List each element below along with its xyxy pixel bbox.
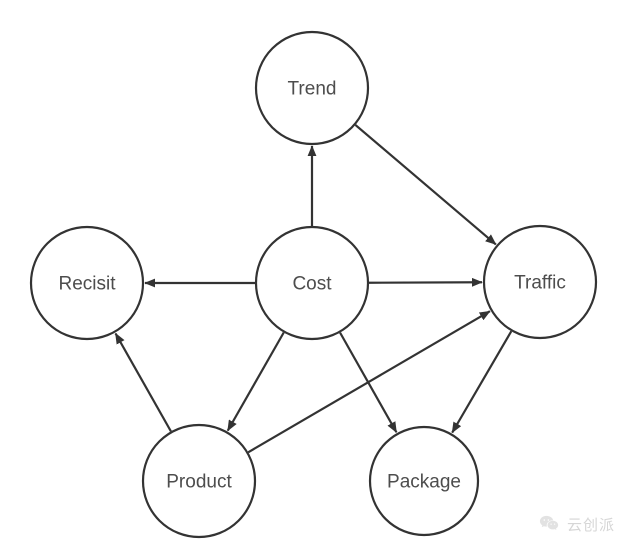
watermark-text: 云创派 xyxy=(566,515,615,534)
node-label-recisit: Recisit xyxy=(58,274,116,295)
watermark: 云创派 xyxy=(538,513,615,535)
node-circle-package[interactable] xyxy=(368,425,480,537)
node-cost[interactable]: Cost xyxy=(254,225,370,341)
node-label-traffic: Traffic xyxy=(514,273,566,294)
edge-product-recisit xyxy=(114,332,172,432)
node-label-cost: Cost xyxy=(292,274,332,295)
edges-layer xyxy=(114,124,513,454)
node-product[interactable]: Product xyxy=(141,423,257,539)
node-circle-traffic[interactable] xyxy=(482,224,598,340)
wechat-icon xyxy=(539,515,559,531)
node-circle-product[interactable] xyxy=(141,423,257,539)
node-label-package: Package xyxy=(387,472,461,493)
node-recisit[interactable]: Recisit xyxy=(29,225,145,341)
node-label-trend: Trend xyxy=(288,79,337,100)
edge-product-traffic xyxy=(247,310,491,454)
node-package[interactable]: Package xyxy=(368,425,480,537)
node-circle-recisit[interactable] xyxy=(29,225,145,341)
edge-traffic-package xyxy=(451,330,513,434)
node-trend[interactable]: Trend xyxy=(254,30,370,146)
edge-trend-traffic xyxy=(354,124,497,246)
node-circle-cost[interactable] xyxy=(254,225,370,341)
edge-cost-product xyxy=(226,331,285,432)
node-circle-trend[interactable] xyxy=(254,30,370,146)
node-label-product: Product xyxy=(166,472,232,493)
node-traffic[interactable]: Traffic xyxy=(482,224,598,340)
